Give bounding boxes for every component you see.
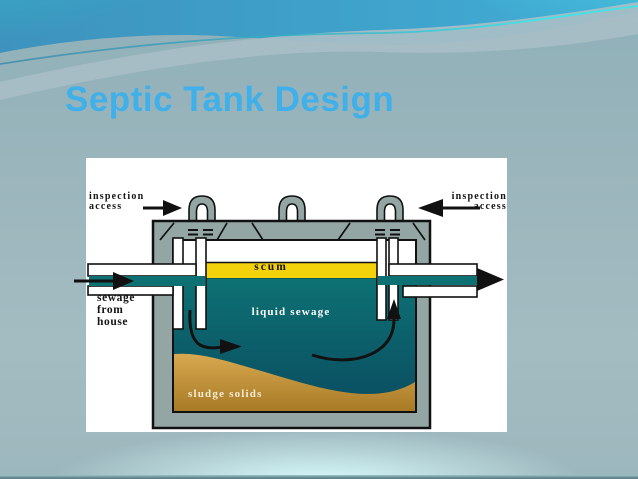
sewage-from-house-label: sewage from house	[97, 292, 135, 328]
sludge-region	[174, 353, 415, 411]
inlet-flow-arrow	[74, 272, 134, 290]
flow-arrow-down-inlet	[188, 309, 242, 354]
septic-tank-diagram: inspection access inspection access sewa…	[74, 158, 507, 432]
sewage-line1: sewage	[97, 292, 136, 304]
outlet-flow-arrow	[477, 268, 504, 291]
inspection-left-line2: access	[89, 201, 123, 212]
inspection-arrow-right	[418, 199, 480, 217]
lifting-loops	[188, 195, 404, 223]
sewage-line2: from	[97, 304, 124, 316]
inspection-access-left-label: inspection access	[89, 192, 161, 212]
inspection-access-right-label: inspection access	[435, 192, 507, 212]
septic-tank-drawing	[74, 195, 504, 430]
slide-title: Septic Tank Design	[65, 80, 395, 119]
inspection-arrow-left	[143, 200, 182, 216]
top-wave-decoration	[0, 0, 638, 100]
outlet-pipe	[378, 263, 478, 298]
tank-lid-joints	[159, 222, 426, 241]
slide-bottom-edge	[0, 475, 638, 479]
sludge-solids-label: sludge solids	[188, 388, 263, 400]
scum-region	[206, 263, 377, 278]
inspection-right-line1: inspection	[451, 191, 507, 202]
inspection-right-line2: access	[473, 201, 507, 212]
liquid-sewage-label: liquid sewage	[251, 306, 331, 318]
flow-arrow-up-outlet	[311, 299, 401, 362]
sewage-line3: house	[97, 316, 129, 328]
inspection-left-line1: inspection	[89, 191, 145, 202]
scum-label: scum	[254, 261, 288, 273]
